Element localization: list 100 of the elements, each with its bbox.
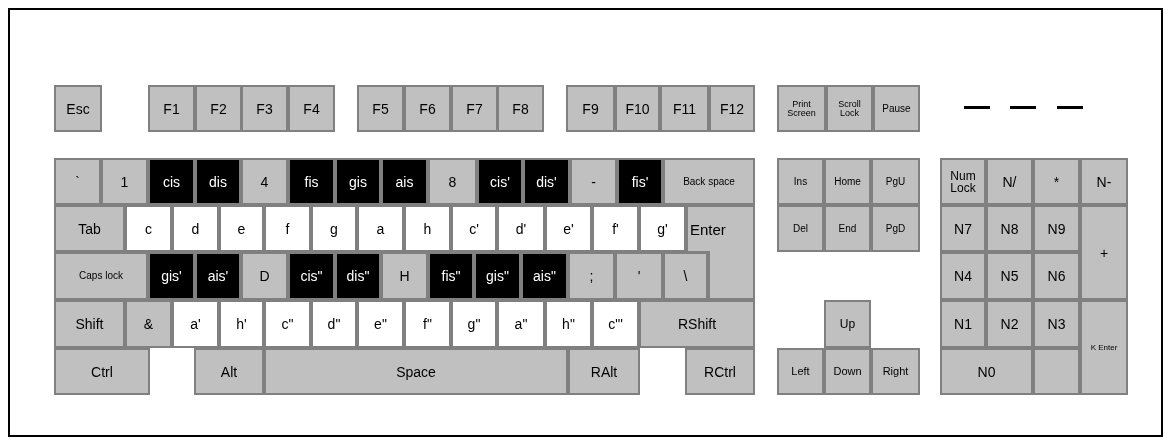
keyboard-key: End [824,205,871,252]
keyboard-key: F5 [357,85,404,132]
keyboard-key: ; [568,252,615,300]
keyboard-key: RCtrl [685,348,755,395]
keyboard-key: f [264,205,311,252]
keyboard-key: Print Screen [777,85,826,132]
indicator-light [1010,106,1036,109]
keyboard-key: c' [451,205,497,252]
keyboard-key: Esc [54,85,102,132]
keyboard-key: Caps lock [54,252,148,300]
indicator-light [1057,106,1083,109]
indicator-light [964,106,990,109]
keyboard-key: fis" [428,252,474,300]
keyboard-key: gis" [474,252,521,300]
keyboard-key: & [125,300,172,348]
keyboard-key: N- [1080,158,1128,205]
keyboard-key: ` [54,158,101,205]
keyboard-key: h" [545,300,592,348]
keyboard-key: h [404,205,451,252]
keyboard-key: cis" [288,252,335,300]
keyboard-key: F9 [566,85,615,132]
keyboard-key: a' [172,300,219,348]
keyboard-key: c" [264,300,311,348]
keyboard-key: N4 [940,252,986,300]
keyboard-key: Home [824,158,871,205]
keyboard-key: e [219,205,264,252]
keyboard-key: Down [824,348,871,395]
keyboard-key: Alt [194,348,264,395]
keyboard-key: Right [871,348,920,395]
keyboard-key: a [357,205,404,252]
keyboard-key: Ctrl [54,348,150,395]
keyboard-key: H [381,252,428,300]
keyboard-key: + [1080,205,1128,300]
keyboard-key: F7 [451,85,498,132]
keyboard-key: PgD [871,205,920,252]
keyboard-key: PgU [871,158,920,205]
keyboard-key: RAlt [568,348,640,395]
keyboard-key: fis [288,158,335,205]
keyboard-key: dis" [335,252,381,300]
keyboard-key: Ins [777,158,824,205]
keyboard-key: F6 [404,85,451,132]
keyboard-key: 8 [428,158,477,205]
keyboard-key: cis' [477,158,523,205]
keyboard-key: Left [777,348,824,395]
keyboard-key: Shift [54,300,125,348]
keyboard-key: c"' [592,300,639,348]
keyboard-key: * [1033,158,1080,205]
keyboard-key: N0 [940,348,1033,395]
keyboard-key: F11 [660,85,709,132]
keyboard-key: e' [545,205,592,252]
keyboard-key: F3 [241,85,288,132]
keyboard-key: D [241,252,288,300]
keyboard-key: d" [311,300,357,348]
keyboard-key: d' [497,205,545,252]
keyboard-key: f' [592,205,639,252]
keyboard-key: N2 [986,300,1033,348]
keyboard-key: F1 [148,85,195,132]
keyboard-key: Back space [663,158,755,205]
keyboard-key: a" [497,300,545,348]
enter-key: Enter [686,205,755,300]
keyboard-key: \ [663,252,708,300]
keyboard-key: RShift [639,300,755,348]
keyboard-key: d [172,205,219,252]
keyboard-key: N7 [940,205,986,252]
keyboard-key: h' [219,300,264,348]
keyboard-key: ais [381,158,428,205]
keyboard-key: Scroll Lock [826,85,873,132]
keyboard-key: gis' [148,252,195,300]
keyboard-key: F12 [709,85,755,132]
keyboard-key: N/ [986,158,1033,205]
keyboard-key: ais' [195,252,241,300]
keyboard-key: 4 [241,158,288,205]
keyboard-key: cis [148,158,195,205]
keyboard-key: f" [404,300,451,348]
keyboard-key: g" [451,300,497,348]
keyboard-key: dis [195,158,241,205]
keyboard-key: Tab [54,205,125,252]
keyboard-key: 1 [101,158,148,205]
keyboard-key: F10 [615,85,660,132]
keyboard-key: ' [615,252,663,300]
keyboard-key: Del [777,205,824,252]
keyboard-key: N6 [1033,252,1080,300]
keyboard-key: g [311,205,357,252]
keyboard-key [1033,348,1080,395]
keyboard-key: N9 [1033,205,1080,252]
keyboard-key: Num Lock [940,158,986,205]
keyboard-key: Pause [873,85,920,132]
keyboard-key: F4 [288,85,335,132]
keyboard-key: c [125,205,172,252]
keyboard-key: ais" [521,252,568,300]
keyboard-key: Up [824,300,871,348]
keyboard-key: N5 [986,252,1033,300]
keyboard-key: e" [357,300,404,348]
keyboard-key: N3 [1033,300,1080,348]
keyboard-key: F2 [195,85,242,132]
keyboard-key: dis' [523,158,570,205]
keyboard-key: - [570,158,617,205]
keyboard-key: F8 [497,85,544,132]
keyboard-key: fis' [617,158,663,205]
keyboard-key: K Enter [1080,300,1128,395]
